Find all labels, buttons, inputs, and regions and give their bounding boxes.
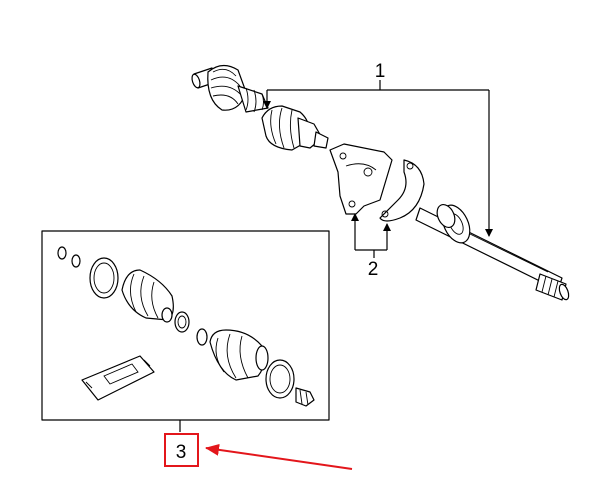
callout-number-1: 1 — [375, 61, 386, 82]
bearing-retainer[interactable] — [379, 159, 425, 222]
boot-clamp-large — [89, 257, 119, 299]
boot-clamp-small — [174, 311, 190, 333]
inner-joint-housing — [297, 117, 329, 149]
drive-axle-assembly[interactable] — [191, 64, 571, 301]
axle-bolt — [295, 387, 315, 407]
callout-1-leader — [263, 80, 493, 237]
callout-number-2: 2 — [368, 259, 379, 280]
callout-number-3: 3 — [176, 442, 187, 463]
splined-end — [535, 273, 570, 301]
snap-ring — [196, 328, 208, 346]
inner-boot — [261, 105, 310, 151]
outer-boot — [237, 85, 269, 113]
cv-joint-kit[interactable] — [57, 246, 315, 407]
bearing-bracket[interactable] — [329, 143, 393, 215]
callout-3-highlight-box — [164, 433, 199, 467]
boot-clamp-ring — [265, 359, 295, 399]
highlight-arrow — [205, 443, 353, 470]
cv-boot-inner — [209, 329, 269, 381]
cv-boot-outer — [121, 269, 174, 323]
support-bearing — [436, 204, 471, 244]
small-o-rings — [57, 246, 81, 268]
callout-2-leader — [351, 213, 391, 258]
grease-packet — [81, 355, 155, 401]
